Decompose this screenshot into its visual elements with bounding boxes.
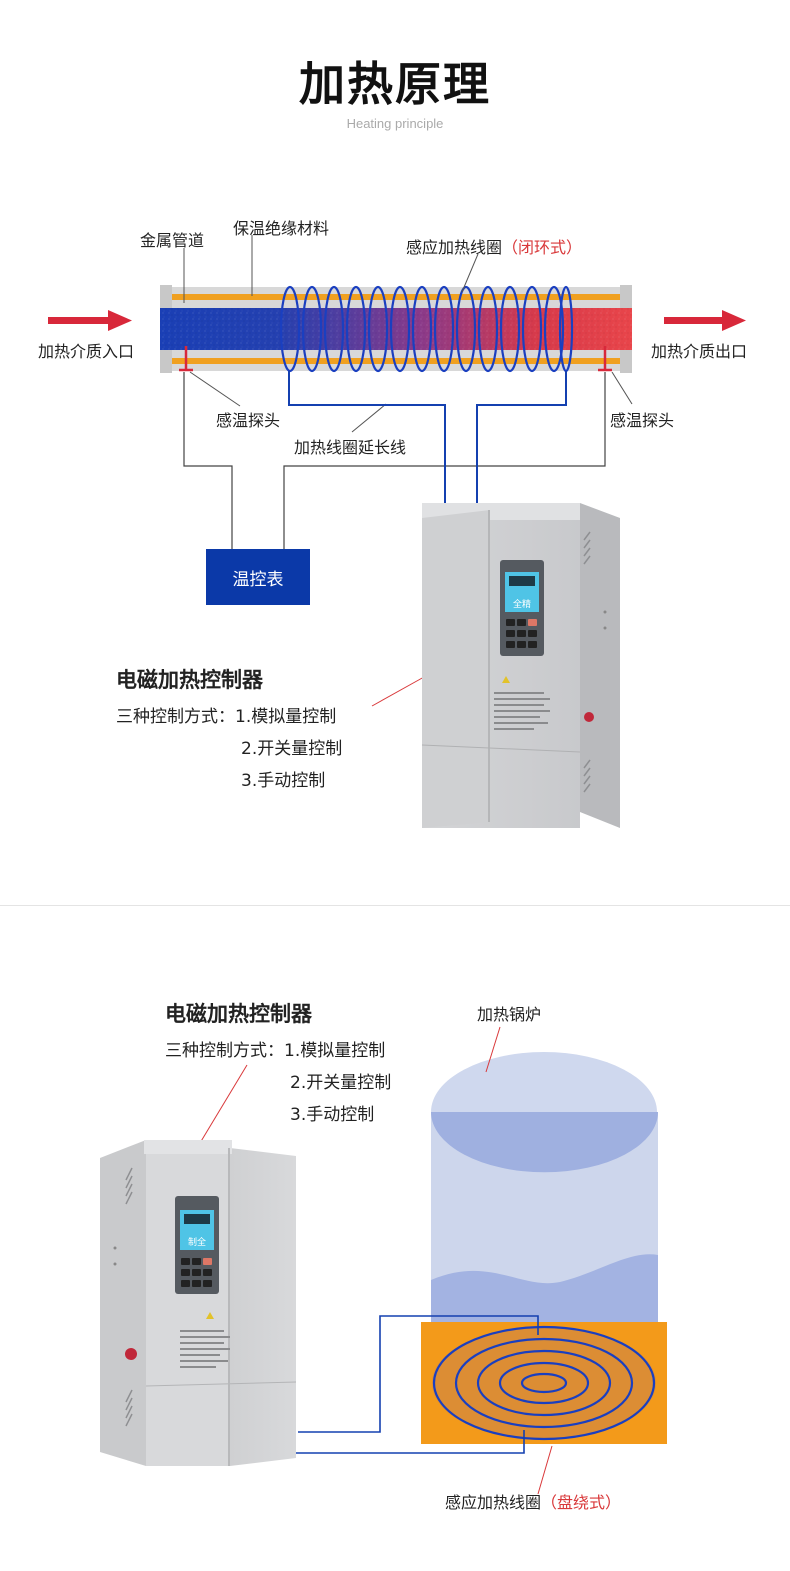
power-button — [584, 712, 594, 722]
heating-plate — [421, 1322, 667, 1444]
coil-label-2: 感应加热线圈（盘绕式） — [445, 1493, 622, 1512]
controller-title-1: 电磁加热控制器 — [116, 668, 263, 692]
coil-extension-label: 加热线圈延长线 — [294, 438, 407, 457]
pipe-heating-diagram: 全精 — [48, 235, 746, 828]
page-title: 加热原理 — [299, 57, 491, 111]
coil-label-1: 感应加热线圈（闭环式） — [406, 238, 583, 257]
inlet-label: 加热介质入口 — [38, 342, 135, 361]
controller-mode3-2: 3.手动控制 — [290, 1105, 375, 1125]
outlet-label: 加热介质出口 — [651, 342, 748, 361]
insulation-bottom — [172, 358, 620, 364]
controller-mode2-2: 2.开关量控制 — [290, 1073, 392, 1093]
metal-pipe-label: 金属管道 — [140, 231, 205, 250]
controller-mode2-1: 2.开关量控制 — [241, 739, 343, 759]
sensor-probe-right — [598, 346, 612, 372]
insulation-label: 保温绝缘材料 — [233, 219, 330, 238]
controller-mode3-1: 3.手动控制 — [241, 771, 326, 791]
svg-text:制全: 制全 — [188, 1236, 206, 1248]
power-button-2 — [125, 1348, 137, 1360]
page-subtitle: Heating principle — [346, 116, 444, 131]
controller-modes-1: 三种控制方式：1.模拟量控制 — [116, 707, 337, 727]
sensor-probe-left — [179, 346, 193, 372]
section-divider — [0, 905, 790, 906]
sensor-right-label: 感温探头 — [610, 411, 675, 430]
sensor-left-label: 感温探头 — [216, 411, 281, 430]
insulation-top — [172, 294, 620, 300]
induction-coil — [279, 285, 574, 373]
coil-extension-wires — [288, 371, 567, 518]
outlet-arrow — [664, 310, 746, 331]
boiler — [431, 1052, 658, 1372]
controller-cabinet-1: 全精 — [421, 503, 620, 828]
controller-title-2: 电磁加热控制器 — [165, 1002, 312, 1026]
inlet-arrow — [48, 310, 132, 331]
thermostat-box: 温控表 — [206, 549, 310, 605]
boiler-wires — [238, 1315, 539, 1454]
controller-modes-2: 三种控制方式：1.模拟量控制 — [165, 1041, 386, 1061]
spiral-coil — [432, 1325, 656, 1441]
controller-cabinet-2: 制全 — [100, 1140, 297, 1466]
boiler-label: 加热锅炉 — [477, 1005, 542, 1024]
svg-text:全精: 全精 — [513, 598, 531, 610]
